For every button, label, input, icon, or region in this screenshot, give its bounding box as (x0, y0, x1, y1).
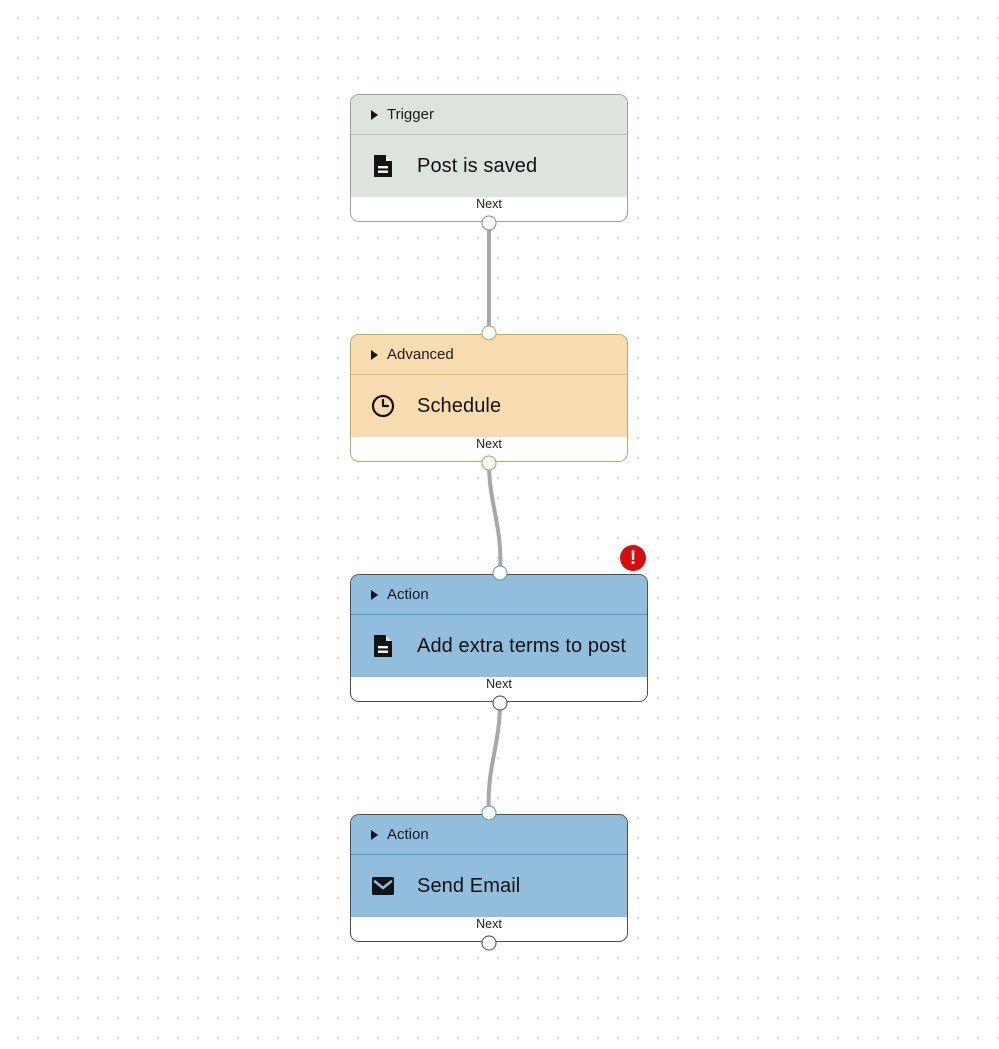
error-badge-symbol: ! (629, 547, 637, 569)
node-trigger-post-is-saved[interactable]: Trigger Post is saved Next (350, 94, 628, 222)
disclosure-triangle-icon[interactable] (371, 829, 378, 840)
node-body-action[interactable]: Send Email (351, 855, 627, 917)
node-header-trigger[interactable]: Trigger (351, 95, 627, 135)
node-title: Schedule (417, 394, 502, 417)
action-email-output-port[interactable] (481, 935, 497, 951)
error-badge[interactable]: ! (620, 545, 646, 571)
advanced-input-port[interactable] (481, 325, 497, 341)
node-footer-label: Next (476, 197, 502, 211)
action-terms-output-port[interactable] (492, 695, 508, 711)
action-terms-input-port[interactable] (492, 565, 508, 581)
node-title: Send Email (417, 874, 521, 897)
disclosure-triangle-icon[interactable] (371, 589, 378, 600)
action-email-input-port[interactable] (481, 805, 497, 821)
node-footer-label: Next (476, 437, 502, 451)
node-body-advanced[interactable]: Schedule (351, 375, 627, 437)
node-title: Add extra terms to post (417, 634, 627, 657)
node-footer-label: Next (476, 917, 502, 931)
disclosure-triangle-icon[interactable] (371, 109, 378, 120)
envelope-icon (371, 874, 395, 898)
node-category-label: Advanced (387, 346, 454, 363)
edge-action-terms-to-email (486, 701, 502, 815)
clock-icon (371, 394, 395, 418)
node-body-trigger[interactable]: Post is saved (351, 135, 627, 197)
node-footer-label: Next (486, 677, 512, 691)
trigger-output-port[interactable] (481, 215, 497, 231)
edge-advanced-to-action-terms (487, 461, 503, 575)
node-header-action[interactable]: Action (351, 815, 627, 855)
node-advanced-schedule[interactable]: Advanced Schedule Next (350, 334, 628, 462)
node-body-action[interactable]: Add extra terms to post (351, 615, 647, 677)
document-icon (371, 634, 395, 658)
node-header-advanced[interactable]: Advanced (351, 335, 627, 375)
node-category-label: Action (387, 826, 429, 843)
node-category-label: Trigger (387, 106, 434, 123)
node-title: Post is saved (417, 154, 538, 177)
node-category-label: Action (387, 586, 429, 603)
advanced-output-port[interactable] (481, 455, 497, 471)
disclosure-triangle-icon[interactable] (371, 349, 378, 360)
document-icon (371, 154, 395, 178)
node-action-send-email[interactable]: Action Send Email Next (350, 814, 628, 942)
node-action-add-extra-terms[interactable]: Action Add extra terms to post Next (350, 574, 648, 702)
node-header-action[interactable]: Action (351, 575, 647, 615)
